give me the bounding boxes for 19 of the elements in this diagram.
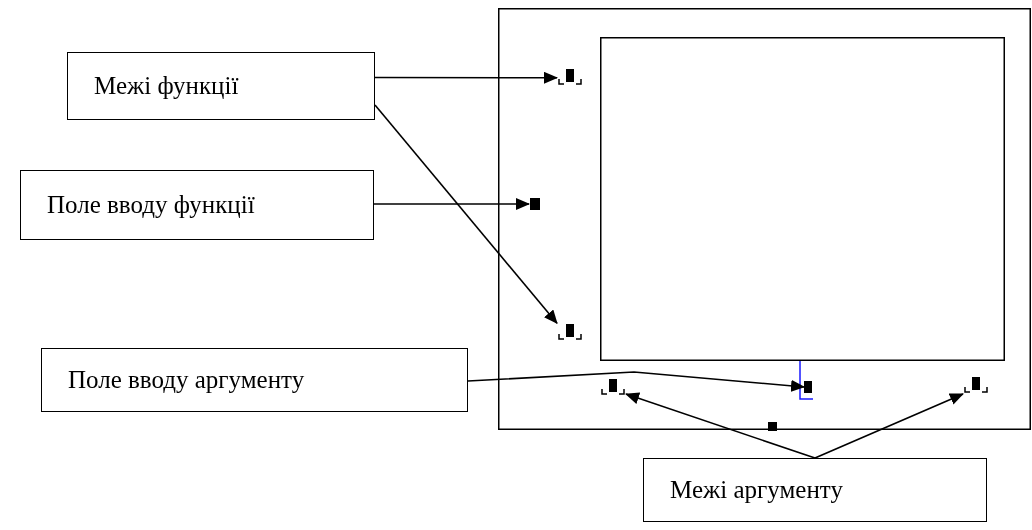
limit-placeholder — [557, 323, 583, 342]
input-placeholder — [529, 197, 541, 211]
callout-label: Межі функції — [67, 52, 375, 120]
plot-frame — [498, 8, 1031, 430]
arrow — [374, 104, 558, 325]
limit-placeholder — [600, 378, 626, 397]
arrow — [373, 198, 530, 210]
input-placeholder — [767, 421, 778, 432]
arrow — [814, 393, 964, 459]
arrow — [467, 371, 805, 392]
arrow — [374, 71, 558, 84]
limit-placeholder — [963, 376, 989, 395]
callout-label: Межі аргументу — [643, 458, 987, 522]
input-placeholder — [797, 361, 814, 401]
callout-label: Поле вводу аргументу — [41, 348, 468, 412]
callout-label: Поле вводу функції — [20, 170, 374, 240]
plot-area — [600, 37, 1005, 361]
arrow — [625, 392, 816, 459]
limit-placeholder — [557, 68, 583, 87]
